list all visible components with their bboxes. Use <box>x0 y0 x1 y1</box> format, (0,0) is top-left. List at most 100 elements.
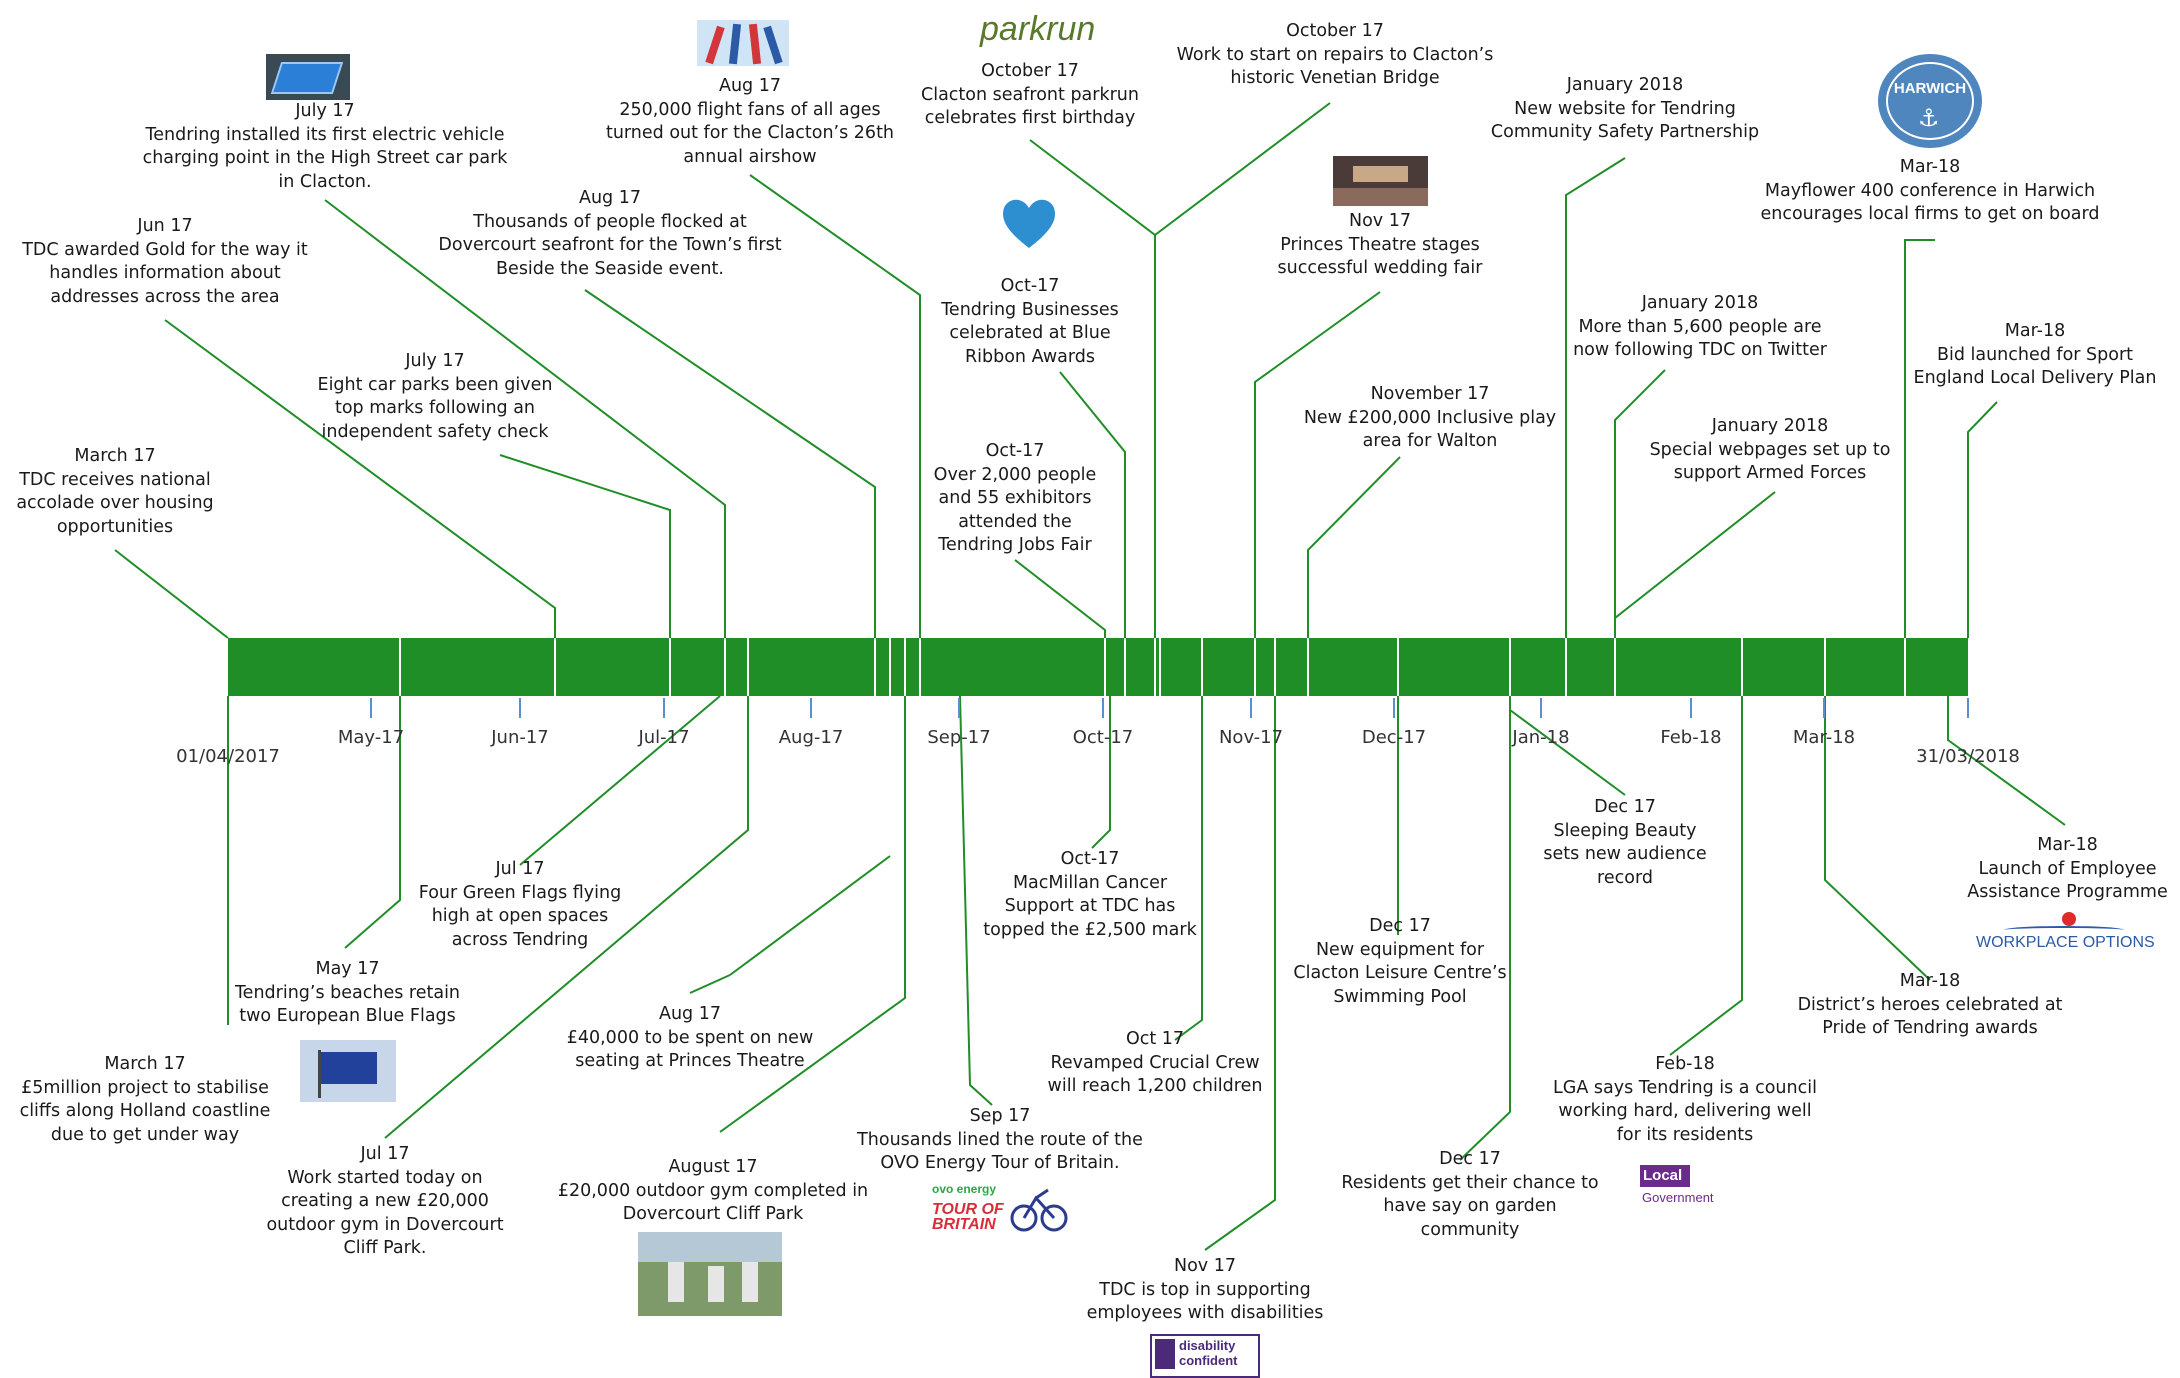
event-text: More than 5,600 people are now following… <box>1573 316 1827 361</box>
event-text: Tendring Businesses celebrated at Blue R… <box>941 299 1119 367</box>
event-bottom: Dec 17 Residents get their chance to hav… <box>1320 1148 1620 1242</box>
event-top: January 2018 More than 5,600 people are … <box>1565 292 1835 363</box>
event-text: Eight car parks been given top marks fol… <box>317 374 553 442</box>
bicycle-icon <box>1010 1188 1068 1232</box>
event-date: January 2018 <box>1711 416 1829 436</box>
parkrun-logo: parkrun <box>980 10 1096 48</box>
connector-line <box>729 855 891 976</box>
event-date: Mar-18 <box>1899 157 1961 177</box>
event-text: TDC is top in supporting employees with … <box>1086 1279 1324 1324</box>
event-top: October 17 Clacton seafront parkrun cele… <box>880 60 1180 131</box>
event-date: Dec 17 <box>1369 916 1431 936</box>
connector-line <box>1967 401 1998 638</box>
event-text: Tendring’s beaches retain two European B… <box>234 982 461 1027</box>
connector-line <box>1091 696 1111 849</box>
connector-line <box>1947 696 2066 826</box>
event-top: Oct-17 Over 2,000 people and 55 exhibito… <box>870 440 1160 558</box>
connector-line <box>499 454 671 638</box>
disability-confident-logo: disability confident <box>1150 1334 1260 1378</box>
event-date: Dec 17 <box>1439 1149 1501 1169</box>
event-text: LGA says Tendring is a council working h… <box>1553 1077 1817 1145</box>
event-date: Oct-17 <box>985 441 1045 461</box>
event-text: TDC receives national accolade over hous… <box>16 469 214 537</box>
event-text: £20,000 outdoor gym completed in Doverco… <box>557 1180 869 1225</box>
event-top: Nov 17 Princes Theatre stages successful… <box>1235 210 1525 281</box>
event-date: March 17 <box>104 1054 186 1074</box>
event-date: Nov 17 <box>1349 211 1411 231</box>
axis-tick <box>519 698 521 718</box>
connector-line <box>1254 291 1381 638</box>
event-date: Mar-18 <box>2037 835 2098 855</box>
blue-ribbon-heart-icon <box>1003 199 1055 248</box>
event-bottom: Oct-17 MacMillan Cancer Support at TDC h… <box>970 848 1210 942</box>
event-text: Tendring installed its first electric ve… <box>142 124 508 192</box>
event-date: Oct 17 <box>1125 1029 1185 1049</box>
axis-end-label: 31/03/2018 <box>1916 746 2020 767</box>
event-top: January 2018 New website for Tendring Co… <box>1475 74 1775 145</box>
event-bottom: Nov 17 TDC is top in supporting employee… <box>1070 1255 1340 1326</box>
axis-month-label: Jan-18 <box>1512 727 1570 748</box>
event-text: £40,000 to be spent on new seating at Pr… <box>566 1027 814 1072</box>
connector-line <box>1824 696 1931 981</box>
connector-line <box>1174 696 1203 1041</box>
government-logo-text: Government <box>1642 1190 1714 1205</box>
event-date: Sep 17 <box>969 1106 1031 1126</box>
axis-tick <box>370 698 372 718</box>
event-text: Work to start on repairs to Clacton’s hi… <box>1176 44 1494 89</box>
connector-line <box>1509 709 1626 796</box>
disability-confident-text: disability confident <box>1179 1338 1238 1368</box>
event-text: Launch of Employee Assistance Programme <box>1967 858 2168 903</box>
event-text: Princes Theatre stages successful weddin… <box>1277 234 1483 279</box>
event-date: October 17 <box>981 61 1079 81</box>
connector-line <box>1014 559 1106 638</box>
axis-month-label: Oct-17 <box>1072 727 1134 748</box>
connector-line <box>324 199 726 638</box>
connector-line <box>1904 239 1935 638</box>
connector-line <box>164 319 556 638</box>
event-date: Dec 17 <box>1594 797 1656 817</box>
ev-charging-image <box>266 54 350 100</box>
workplace-options-text: WORKPLACE OPTIONS <box>1976 934 2155 951</box>
event-top: Jun 17 TDC awarded Gold for the way it h… <box>0 215 330 309</box>
axis-tick <box>1102 698 1104 718</box>
connector-line <box>584 289 876 638</box>
tour-logo-line2: BRITAIN <box>932 1216 996 1233</box>
anchor-icon: ⚓ <box>1918 104 1940 132</box>
event-text: District’s heroes celebrated at Pride of… <box>1797 994 2063 1039</box>
event-date: Jul 17 <box>360 1144 410 1164</box>
axis-tick <box>1540 698 1542 718</box>
connector-line <box>749 174 921 638</box>
connector-line <box>689 974 731 994</box>
event-date: Aug 17 <box>658 1004 721 1024</box>
connector-line <box>384 696 749 1139</box>
event-date: Jul 17 <box>495 859 545 879</box>
tour-logo-line1: TOUR OF <box>932 1201 1004 1218</box>
axis-month-label: Feb-18 <box>1660 727 1722 748</box>
event-text: New equipment for Clacton Leisure Centre… <box>1293 939 1507 1007</box>
connector-line <box>1307 456 1401 638</box>
local-government-logo: Local Government <box>1640 1163 1730 1215</box>
event-bottom: Dec 17 New equipment for Clacton Leisure… <box>1280 915 1520 1009</box>
axis-month-label: Sep-17 <box>927 727 991 748</box>
event-bottom: Oct 17 Revamped Crucial Crew will reach … <box>1040 1028 1270 1099</box>
axis-month-label: Aug-17 <box>778 727 844 748</box>
event-date: May 17 <box>315 959 380 979</box>
event-bottom: Mar-18 Launch of Employee Assistance Pro… <box>1955 834 2180 905</box>
event-date: January 2018 <box>1641 293 1759 313</box>
event-top: July 17 Eight car parks been given top m… <box>285 350 585 444</box>
connector-line <box>1669 696 1743 1056</box>
event-text: Mayflower 400 conference in Harwich enco… <box>1760 180 2100 225</box>
axis-tick <box>1823 698 1825 718</box>
axis-tick <box>1690 698 1692 718</box>
event-bottom: Feb-18 LGA says Tendring is a council wo… <box>1545 1053 1825 1147</box>
event-text: 250,000 flight fans of all ages turned o… <box>605 99 895 167</box>
harwich-logo: HARWICH ⚓ <box>1878 54 1982 148</box>
event-bottom: May 17 Tendring’s beaches retain two Eur… <box>205 958 490 1029</box>
event-bottom: Jul 17 Work started today on creating a … <box>250 1143 520 1261</box>
event-top: Mar-18 Bid launched for Sport England Lo… <box>1890 320 2180 391</box>
event-text: Four Green Flags flying high at open spa… <box>418 882 622 950</box>
event-top: Mar-18 Mayflower 400 conference in Harwi… <box>1745 156 2115 227</box>
event-date: March 17 <box>74 446 156 466</box>
